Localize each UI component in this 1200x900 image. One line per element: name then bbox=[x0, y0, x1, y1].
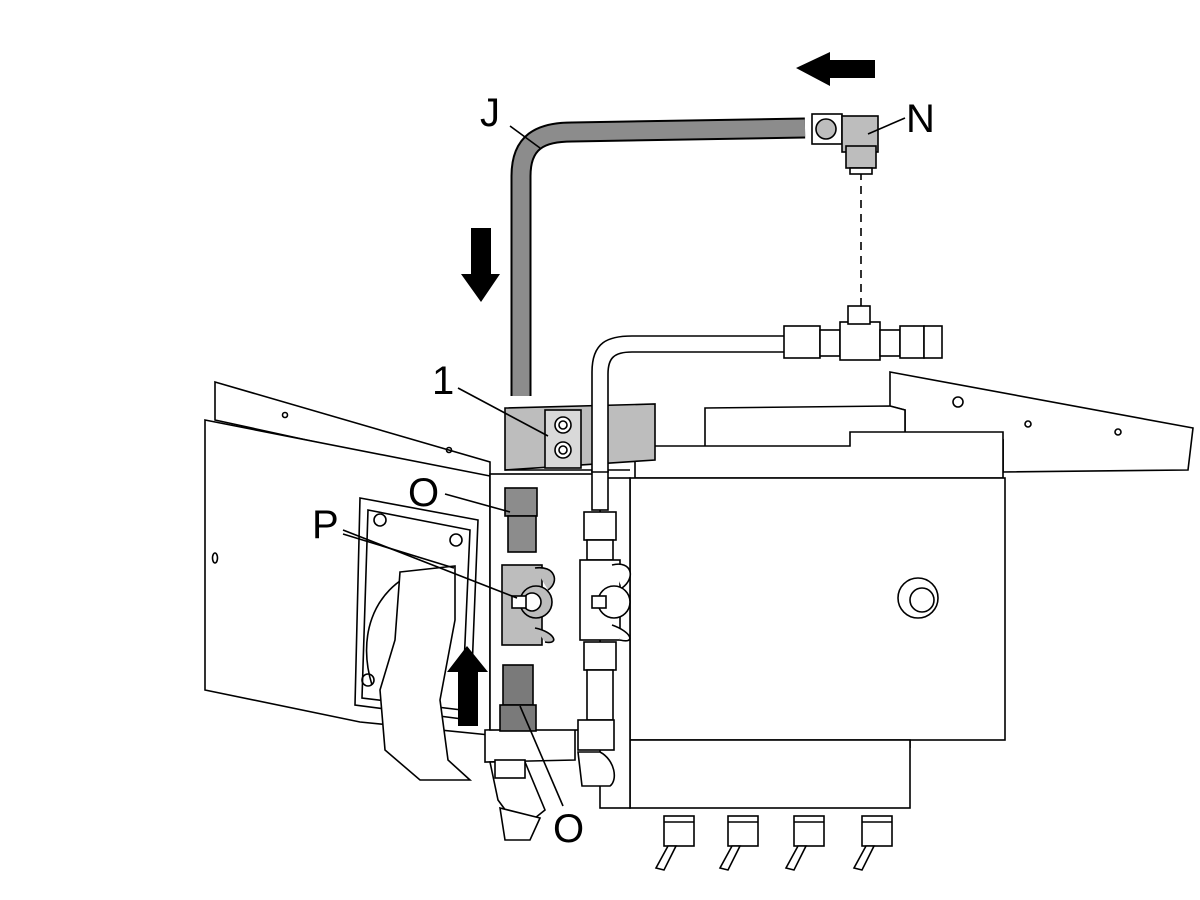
leader-n bbox=[867, 117, 906, 135]
callout-j: J bbox=[480, 91, 500, 135]
leader-o-upper bbox=[444, 493, 511, 513]
leader-o-lower bbox=[519, 705, 564, 807]
drain-door bbox=[354, 497, 479, 781]
callout-o-upper: O bbox=[408, 471, 439, 515]
callout-1: 1 bbox=[432, 359, 454, 403]
callout-o-lower: O bbox=[553, 807, 584, 851]
left-fitting-column bbox=[499, 487, 556, 732]
leader-1 bbox=[457, 387, 549, 437]
flow-arrow-down bbox=[461, 228, 500, 302]
callout-p: P bbox=[312, 503, 339, 547]
main-box bbox=[599, 431, 1006, 809]
callout-n: N bbox=[906, 97, 935, 141]
flow-arrow-left bbox=[796, 52, 875, 86]
bottom-nozzles bbox=[654, 815, 893, 871]
bracket-1 bbox=[504, 403, 656, 471]
elbow-n bbox=[811, 113, 879, 175]
leader-j bbox=[509, 125, 541, 149]
leader-p-1 bbox=[342, 529, 518, 599]
leader-p-2 bbox=[342, 533, 455, 569]
right-pipe-column bbox=[577, 469, 632, 787]
drain-outlet bbox=[484, 727, 576, 841]
hose-j bbox=[510, 117, 806, 396]
top-pipe-and-tee bbox=[591, 305, 943, 473]
flow-arrow-up bbox=[447, 646, 488, 726]
